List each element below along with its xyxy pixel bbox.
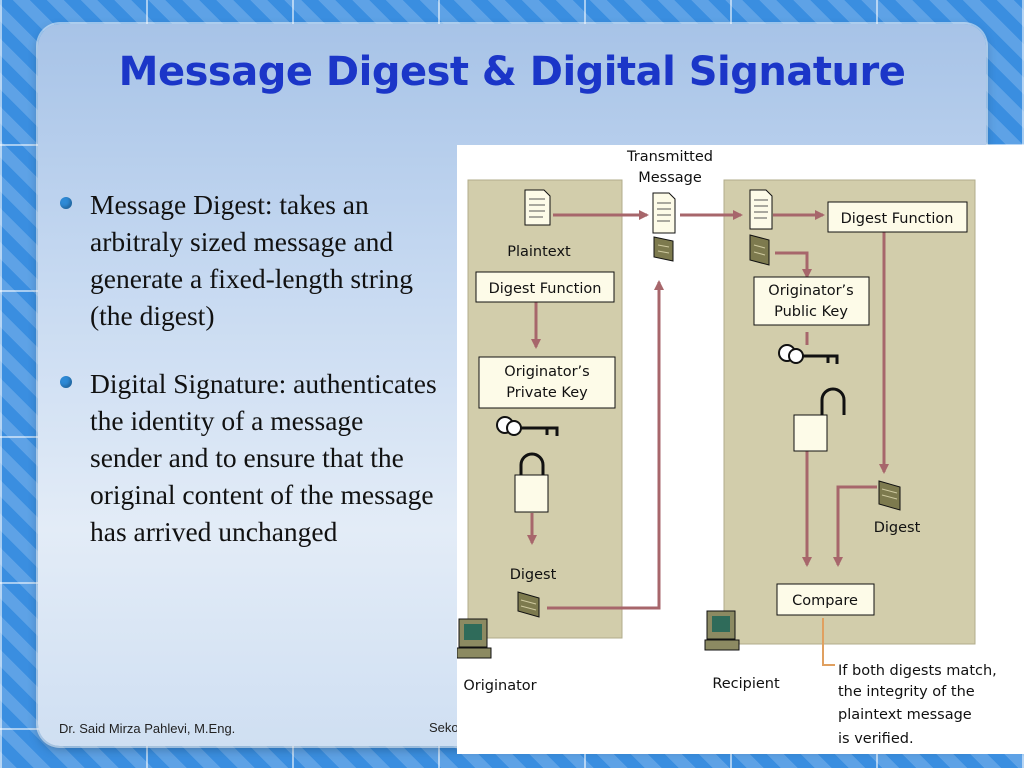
plaintext-label: Plaintext — [507, 244, 571, 260]
bullet-item: Message Digest: takes an arbitraly sized… — [58, 186, 438, 334]
verification-note: If both digests match, the integrity of … — [838, 663, 997, 747]
public-key-label-line2: Public Key — [774, 304, 848, 320]
recipient-label: Recipient — [712, 676, 780, 692]
public-key-label-line1: Originator’s — [768, 283, 853, 299]
slide-title: Message Digest & Digital Signature — [118, 49, 906, 95]
digest-icon-left — [517, 591, 540, 618]
digest-function-box-right — [827, 201, 968, 233]
public-key-box — [753, 276, 870, 326]
note-line-3: plaintext message — [838, 707, 972, 723]
originator-label: Originator — [463, 678, 536, 694]
originator-computer-icon — [456, 618, 492, 659]
compare-box — [776, 583, 875, 616]
digest-function-label-right: Digest Function — [841, 211, 954, 227]
bullet-dot-icon — [60, 197, 72, 209]
recipient-computer-icon — [704, 610, 740, 651]
public-key-icon — [778, 344, 839, 364]
closed-lock-icon — [514, 452, 549, 513]
originator-panel — [467, 179, 623, 639]
received-document-icon — [749, 189, 773, 266]
bullet-list: Message Digest: takes an arbitraly sized… — [58, 186, 438, 581]
digest-icon-right — [878, 480, 901, 511]
footer-author: Dr. Said Mirza Pahlevi, M.Eng. — [59, 721, 236, 736]
transmitted-label-line1: Transmitted — [626, 149, 713, 165]
note-line-2: the integrity of the — [838, 684, 975, 700]
plaintext-document-icon — [524, 189, 551, 226]
transmitted-document-icon — [652, 192, 676, 262]
bullet-text: Message Digest: takes an arbitraly sized… — [90, 189, 413, 331]
transmitted-label-line2: Message — [638, 170, 702, 186]
digital-signature-diagram: Digest Function Originator’s Private Key… — [456, 145, 1024, 754]
note-line-4: is verified. — [838, 731, 914, 747]
note-line-1: If both digests match, — [838, 663, 997, 679]
bullet-dot-icon — [60, 376, 72, 388]
private-key-label-line2: Private Key — [506, 385, 588, 401]
private-key-icon — [496, 416, 559, 436]
digest-function-box-left — [475, 271, 615, 303]
bullet-item: Digital Signature: authenticates the ide… — [58, 365, 438, 550]
private-key-label-line1: Originator’s — [504, 364, 589, 380]
private-key-box — [478, 356, 616, 409]
digest-function-label-left: Digest Function — [489, 281, 602, 297]
recipient-panel — [723, 179, 976, 645]
footer-text: Seko — [429, 720, 459, 735]
compare-label: Compare — [792, 593, 858, 609]
open-lock-icon — [793, 387, 846, 452]
digest-label-left: Digest — [510, 567, 557, 583]
digest-label-right: Digest — [874, 520, 921, 536]
bullet-text: Digital Signature: authenticates the ide… — [90, 368, 437, 547]
